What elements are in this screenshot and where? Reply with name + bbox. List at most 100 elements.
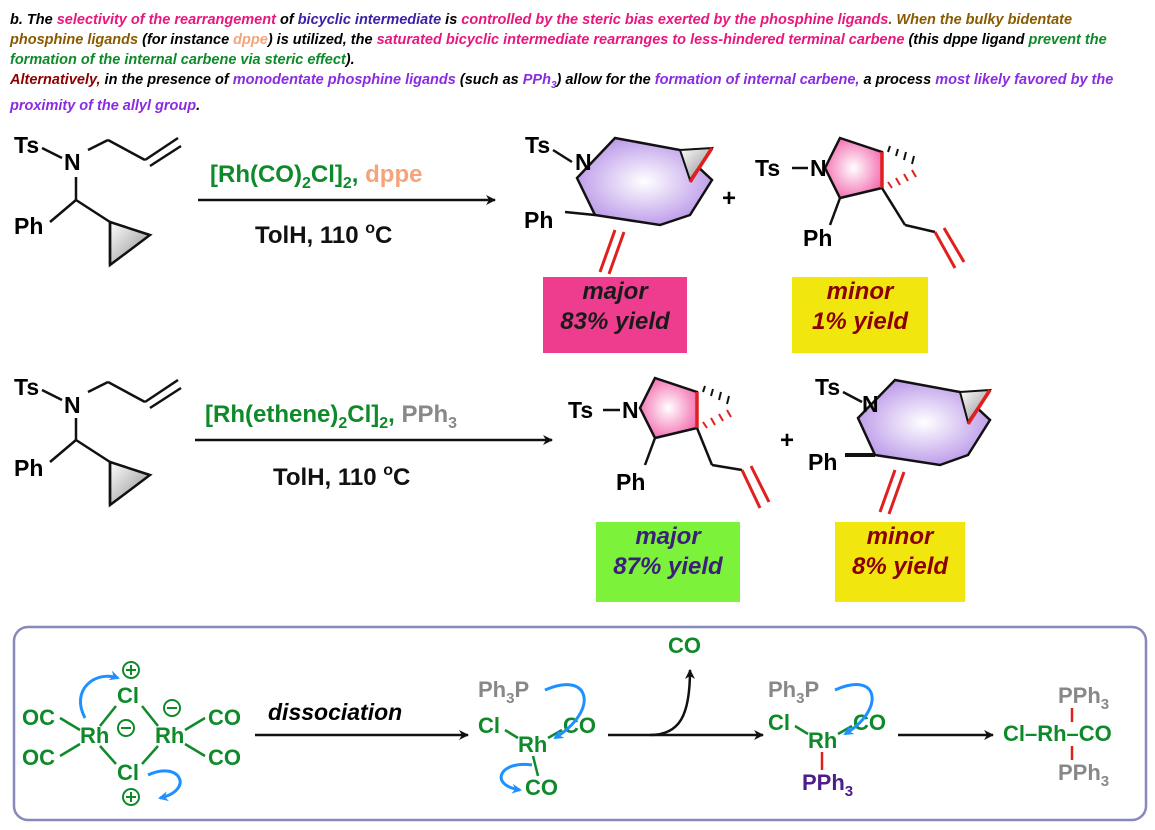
intro-is: is <box>441 12 462 28</box>
intro-allow: ) allow for the <box>556 72 655 88</box>
reaction-1-minor-box: minor 1% yield <box>792 277 928 353</box>
mechanism-intermediate-1: Ph3P Cl Rh CO CO <box>478 677 596 800</box>
intro-of: of <box>275 12 298 28</box>
intermediate-2-arrow-icon <box>834 683 874 736</box>
intro-controlled: controlled by the steric bias exerted by… <box>461 12 889 28</box>
intro-prevent: prevent the formation of the internal ca… <box>10 32 1107 68</box>
reaction-2-conditions: TolH, 110 oC <box>273 462 410 491</box>
intermediate-1-arrow-bottom-icon <box>499 762 533 794</box>
reaction-2-major-n: N <box>622 397 639 423</box>
svg-text:CO: CO <box>208 745 241 770</box>
mechanism-intermediate-2: Ph3P Cl Rh CO PPh3 <box>768 677 886 800</box>
intro-selectivity: selectivity of the rearrangement <box>56 12 276 28</box>
intro-in-presence: in the presence of <box>100 72 233 88</box>
dissociation-label: dissociation <box>268 699 402 725</box>
reaction-2-minor-product <box>842 378 992 515</box>
intro-most-likely: most likely favored by the proximity of … <box>10 72 1114 114</box>
reactant-1 <box>41 136 182 268</box>
mechanism-final-complex: PPh3 Cl–Rh–CO PPh3 <box>1003 683 1112 790</box>
mechanism-frame <box>12 625 1148 822</box>
intro-monodentate: monodentate phosphine ligands <box>232 72 456 88</box>
reaction-2-major-yield: 87% yield <box>613 553 723 580</box>
intro-close: ). <box>345 52 355 68</box>
svg-text:Rh: Rh <box>155 723 184 748</box>
intro-bicyclic: bicyclic intermediate <box>297 12 442 28</box>
reaction-1-major-product <box>552 136 714 275</box>
co-released-label: CO <box>668 633 701 658</box>
reactant-1-n: N <box>64 149 81 175</box>
reaction-2-major-ph: Ph <box>616 469 645 495</box>
reaction-2-reagent: [Rh(ethene)2Cl]2, PPh3 <box>205 401 457 432</box>
svg-text:OC: OC <box>22 705 55 730</box>
reactant-1-ts: Ts <box>14 132 39 158</box>
svg-text:PPh3: PPh3 <box>1058 760 1109 790</box>
reactant-2 <box>41 378 182 508</box>
dimer-arrow-bottom-icon <box>147 769 182 802</box>
intro-paragraph: b. The selectivity of the rearrangement … <box>10 10 1145 116</box>
reaction-1-minor-ph: Ph <box>803 225 832 251</box>
intro-such-as: (such as <box>455 72 523 88</box>
intro-when: . When the bulky bidentate phosphine lig… <box>10 12 1073 48</box>
intro-alternatively: Alternatively, <box>10 72 101 88</box>
intro-internal-carbene: formation of internal carbene, <box>654 72 860 88</box>
reaction-2-minor-box: minor 8% yield <box>835 522 965 602</box>
svg-text:Cl–Rh–CO: Cl–Rh–CO <box>1003 721 1112 746</box>
reaction-1-major-box: major 83% yield <box>543 277 687 353</box>
svg-text:Cl: Cl <box>478 713 500 738</box>
svg-text:PPh3: PPh3 <box>1058 683 1109 713</box>
reaction-1-plus: + <box>722 185 736 212</box>
svg-text:Rh: Rh <box>518 732 547 757</box>
reaction-2-minor-ph: Ph <box>808 449 837 475</box>
intro-period: . <box>196 97 201 114</box>
dimer-arrow-top-icon <box>78 670 120 719</box>
intro-saturated: saturated bicyclic intermediate rearrang… <box>376 32 905 48</box>
reaction-2-minor-yield: 8% yield <box>851 553 949 580</box>
reactant-2-n: N <box>64 392 81 418</box>
svg-text:Ph3P: Ph3P <box>768 677 819 707</box>
reaction-2-major-box: major 87% yield <box>596 522 740 602</box>
svg-text:Ph3P: Ph3P <box>478 677 529 707</box>
reaction-1-major-ts: Ts <box>525 132 550 158</box>
reaction-1-major-ph: Ph <box>524 207 553 233</box>
reaction-1-reagent: [Rh(CO)2Cl]2, dppe <box>210 161 422 192</box>
intro-pph3: PPh3 <box>522 72 557 91</box>
reactant-2-ts: Ts <box>14 374 39 400</box>
reaction-1-major-n: N <box>575 149 592 175</box>
intro-dppe: dppe <box>233 32 268 48</box>
svg-text:Cl: Cl <box>117 683 139 708</box>
reaction-2-minor-label: minor <box>866 523 934 550</box>
mechanism-dimer-charges <box>117 661 181 806</box>
reaction-1-major-yield: 83% yield <box>560 308 670 335</box>
intro-for-instance: (for instance <box>138 32 234 48</box>
reaction-1-minor-n: N <box>810 155 827 181</box>
intro-b: b. The <box>10 12 57 28</box>
reaction-1-minor-label: minor <box>826 278 894 305</box>
svg-text:Cl: Cl <box>117 760 139 785</box>
reactant-1-ph: Ph <box>14 213 43 239</box>
mechanism-dimer: OC OC Rh Rh Cl Cl CO CO <box>22 683 241 785</box>
reaction-2-minor-ts: Ts <box>815 374 840 400</box>
reaction-1-conditions: TolH, 110 oC <box>255 220 392 249</box>
svg-text:PPh3: PPh3 <box>802 770 853 800</box>
svg-text:CO: CO <box>525 775 558 800</box>
svg-text:CO: CO <box>208 705 241 730</box>
co-release-curve <box>649 669 695 737</box>
reactant-2-ph: Ph <box>14 455 43 481</box>
intermediate-1-arrow-top-icon <box>544 683 586 740</box>
svg-text:Rh: Rh <box>808 728 837 753</box>
reaction-1-minor-ts: Ts <box>755 155 780 181</box>
reaction-1-minor-product <box>792 136 966 269</box>
reaction-2-plus: + <box>780 427 794 454</box>
reaction-1-minor-yield: 1% yield <box>811 308 909 335</box>
intro-this-dppe: (this dppe ligand <box>904 32 1029 48</box>
reaction-2-major-label: major <box>635 523 701 550</box>
reaction-1-major-label: major <box>582 278 648 305</box>
svg-text:Rh: Rh <box>80 723 109 748</box>
reaction-2-major-product <box>603 376 771 509</box>
mechanism-dimer-bonds <box>59 705 206 765</box>
svg-text:Cl: Cl <box>768 710 790 735</box>
svg-text:OC: OC <box>22 745 55 770</box>
reaction-2-minor-n: N <box>862 391 879 417</box>
reaction-2-major-ts: Ts <box>568 397 593 423</box>
